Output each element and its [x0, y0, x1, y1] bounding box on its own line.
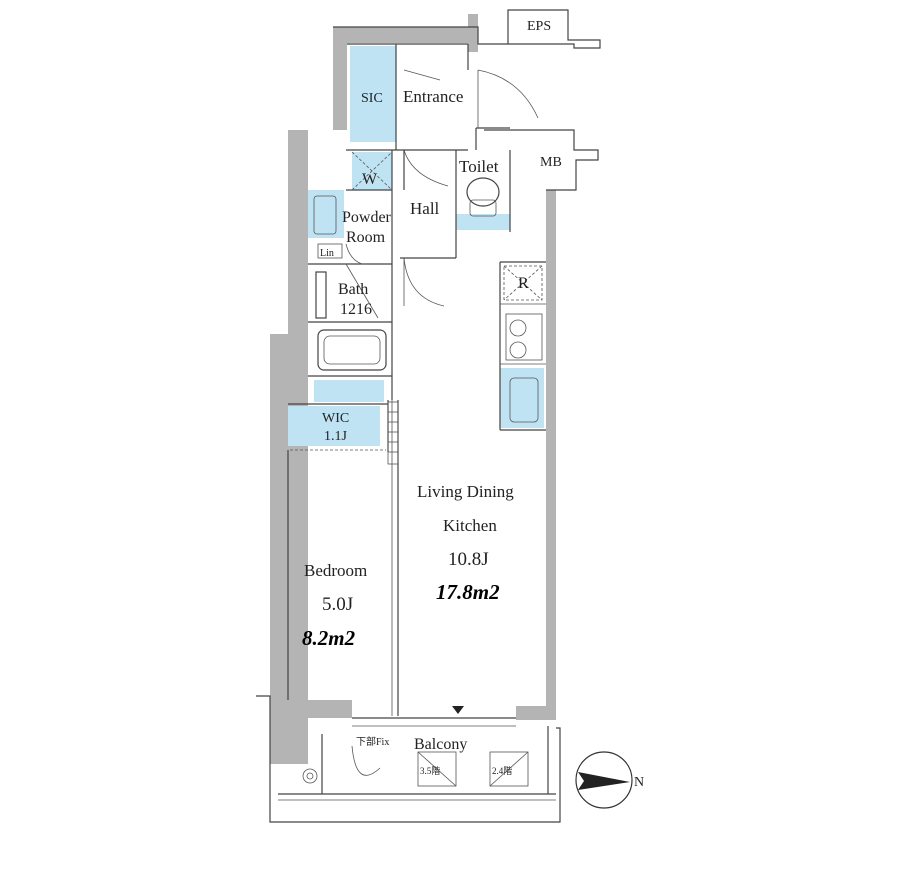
outer-outline	[256, 9, 601, 823]
hall-label: Hall	[410, 199, 440, 218]
north-label: N	[634, 775, 644, 790]
linen-shelf	[317, 243, 343, 259]
wall-left-mid	[288, 130, 308, 336]
bedroom-area: 8.2m2	[302, 626, 356, 650]
w-label: W	[362, 171, 378, 188]
powder-vanity	[308, 190, 344, 238]
entrance-label: Entrance	[403, 87, 463, 106]
ldk-jo: 10.8J	[448, 549, 489, 570]
drain-icon	[302, 768, 318, 784]
hatch-2-label: 2.4階	[492, 766, 512, 776]
vanity-basin	[313, 195, 337, 235]
labels: EPS MB SIC Entrance W Toilet Powder Room…	[302, 19, 644, 790]
bath-label-1: Bath	[338, 281, 368, 298]
eps-label: EPS	[527, 19, 551, 34]
fix-window-label: 下部Fix	[356, 735, 389, 748]
wall-left-entrance	[333, 27, 347, 130]
bathtub	[317, 329, 387, 371]
fixtures	[302, 151, 543, 787]
lin-label: Lin	[320, 248, 334, 259]
compass-circle	[575, 751, 633, 809]
balcony-label: Balcony	[414, 736, 467, 753]
bath-label-2: 1216	[340, 301, 372, 318]
mb-outline	[484, 129, 599, 191]
wall-right-corner	[516, 706, 556, 720]
powder-door	[345, 263, 379, 319]
bedroom-label: Bedroom	[304, 561, 367, 580]
balcony-outer	[256, 695, 561, 823]
partitions	[287, 43, 546, 727]
wic-label-1: WIC	[322, 411, 349, 426]
toilet-tank	[456, 214, 510, 230]
balcony-door-arc	[351, 745, 381, 776]
north-arrow-icon	[578, 772, 630, 790]
storage-areas	[288, 46, 544, 446]
refrigerator-label: R	[518, 275, 529, 292]
wall-top	[333, 27, 468, 43]
evac-hatch-2	[489, 751, 529, 787]
mb-label: MB	[540, 155, 562, 170]
wic-label-2: 1.1J	[324, 429, 348, 444]
powder-label-1: Powder	[342, 209, 392, 226]
wic-storage	[288, 406, 380, 446]
eps-outline	[333, 9, 601, 49]
bedroom-jo: 5.0J	[322, 594, 353, 615]
bath-door-arc	[403, 257, 445, 307]
ldk-label-1: Living Dining	[417, 482, 514, 501]
hall-door-arc	[403, 149, 449, 187]
wall-bottom-left	[288, 700, 352, 718]
compass	[575, 751, 633, 809]
cooktop	[505, 313, 543, 361]
closet-slats	[387, 401, 399, 465]
toilet-bowl	[466, 177, 500, 207]
entrance-inner-door	[403, 69, 441, 81]
entry-marker-icon	[452, 706, 464, 714]
hatch-1-label: 3.5階	[420, 766, 440, 776]
refrigerator-space	[503, 265, 543, 301]
sink-basin	[509, 377, 539, 423]
evac-hatch-1	[417, 751, 457, 787]
sic-label: SIC	[361, 91, 383, 106]
wall-left-lower	[270, 334, 308, 764]
kitchen-sink	[500, 368, 544, 428]
ldk-label-2: Kitchen	[443, 516, 497, 535]
front-door-arc	[477, 69, 539, 119]
ldk-area: 17.8m2	[436, 580, 500, 604]
sic-storage	[350, 46, 396, 142]
burner-2	[509, 341, 527, 359]
wic-shelf	[314, 380, 384, 402]
powder-label-2: Room	[346, 229, 386, 246]
toilet-label: Toilet	[459, 157, 499, 176]
wall-top-right	[468, 14, 478, 52]
doors	[345, 69, 539, 776]
wall-right	[546, 190, 556, 720]
burner-1	[509, 319, 527, 337]
walls	[270, 14, 556, 764]
